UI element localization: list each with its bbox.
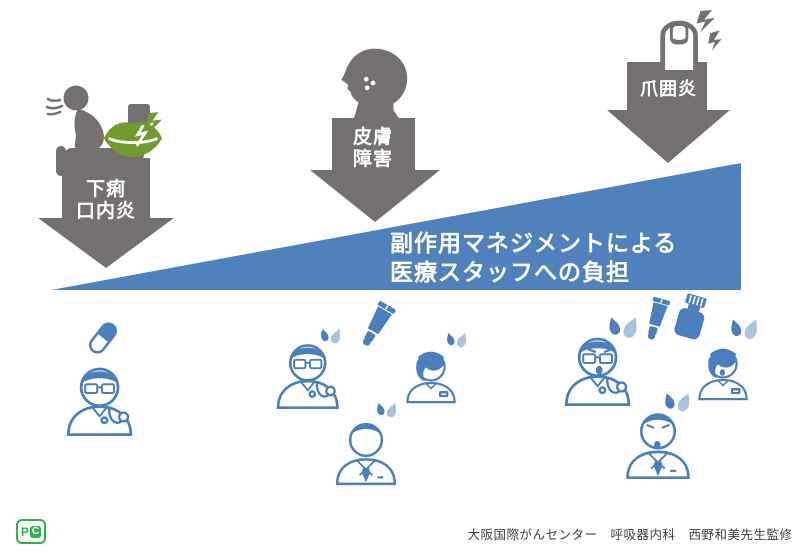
arrow-label-diarrhea-stomatitis: 下痢 口内炎 xyxy=(46,179,166,223)
doctor-icon xyxy=(62,352,142,442)
arrow-down-middle xyxy=(310,118,440,222)
burden-wedge xyxy=(51,163,741,290)
sweat-drops-icon xyxy=(664,392,694,416)
pc-logo-letter-c: C xyxy=(29,525,42,538)
sweat-drops-icon xyxy=(376,402,400,421)
arrow-down-right xyxy=(607,62,730,163)
pc-logo: P C xyxy=(16,519,46,544)
sweat-drops-icon xyxy=(320,328,344,347)
label-diarrhea: 下痢 xyxy=(85,179,126,200)
arrow-down-left xyxy=(38,158,174,268)
supervision-credit: 大阪国際がんセンター 呼吸器内科 西野和美先生監修 xyxy=(467,528,793,542)
wedge-caption-line1: 副作用マネジメントによる xyxy=(390,230,678,256)
ointment-tube-icon xyxy=(352,300,400,352)
sweat-drops-icon xyxy=(446,332,470,351)
face-profile-with-rash-icon xyxy=(330,46,418,120)
arrow-label-skin-disorder: 皮膚 障害 xyxy=(352,127,393,170)
label-stomatitis: 口内炎 xyxy=(75,201,136,222)
wedge-caption-line2: 医療スタッフへの負担 xyxy=(390,259,630,285)
arrow-label-paronychia: 爪囲炎 xyxy=(640,79,697,99)
sweat-drops-icon xyxy=(730,318,762,344)
wedge-caption: 副作用マネジメントによる 医療スタッフへの負担 xyxy=(390,229,710,287)
cracked-lips-icon xyxy=(102,112,164,161)
inflamed-fingernail-icon xyxy=(644,10,722,70)
pc-logo-letter-p: P xyxy=(20,524,29,539)
sweat-drops-icon xyxy=(608,316,642,343)
